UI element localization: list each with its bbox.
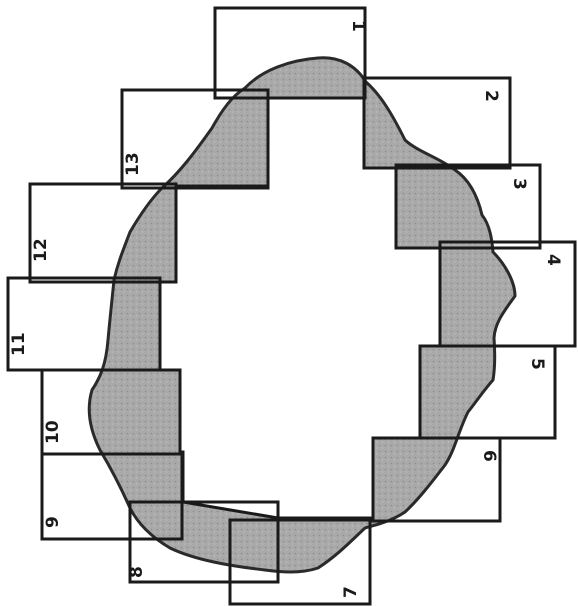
tile-2-label: 2: [481, 90, 501, 102]
tile-10-label: 10: [43, 420, 63, 444]
tile-8-label: 8: [127, 566, 147, 578]
tile-5-label: 5: [527, 358, 547, 370]
tile-1-label: 1: [348, 20, 368, 32]
tile-4-label: 4: [543, 254, 563, 266]
tile-3-label: 3: [509, 178, 529, 190]
tile-13-label: 13: [123, 152, 143, 176]
tile-12-label: 12: [31, 238, 51, 262]
tile-11-label: 11: [9, 332, 29, 356]
tile-6-label: 6: [479, 450, 499, 462]
tile-7-label: 7: [341, 586, 361, 598]
tile-9-label: 9: [43, 516, 63, 528]
